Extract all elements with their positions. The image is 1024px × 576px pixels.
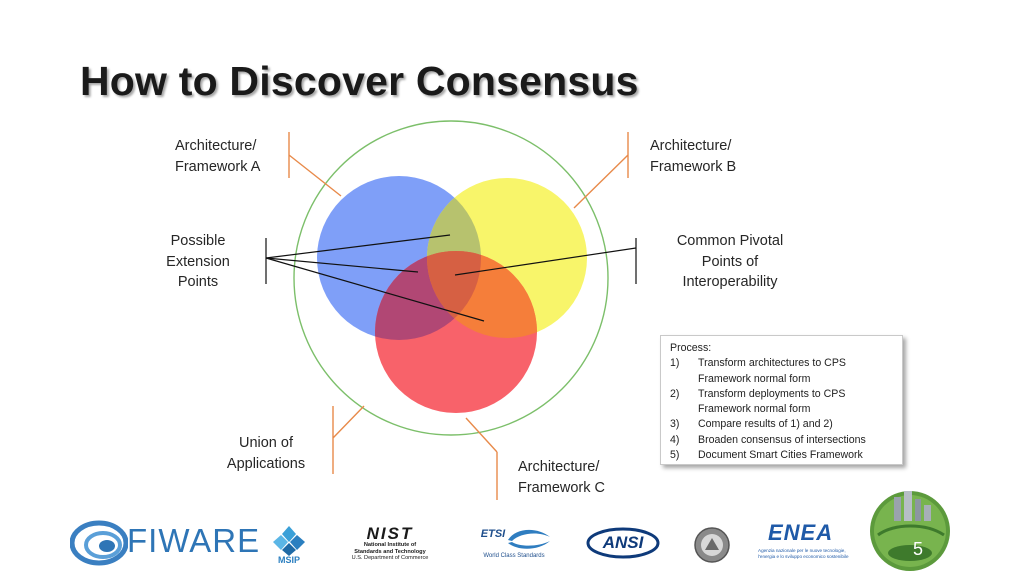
process-heading: Process: [670, 342, 712, 354]
label-a-line2: Framework A [175, 158, 261, 175]
step-text-cont: Framework normal form [698, 372, 811, 385]
step-text: Compare results of 1) and 2) [698, 418, 833, 431]
step-text: Transform deployments to CPS [698, 387, 846, 400]
ansi-logo-icon [586, 527, 660, 559]
step-number: 1) [670, 357, 680, 370]
nist-logo-subtitle: National Institute of Standards and Tech… [338, 542, 442, 562]
label-pivotal-points: Common Pivotal Points of Interoperabilit… [664, 231, 796, 293]
etsi-logo-tagline: World Class Standards [483, 553, 545, 559]
enea-logo-subtitle: Agenzia nazionale per le nuove tecnologi… [758, 548, 862, 560]
nist-line1: National Institute of [363, 542, 417, 548]
nist-line2: Standards and Technology [354, 548, 426, 555]
step-number: 3) [670, 418, 680, 431]
callout-c [465, 417, 498, 500]
pivotal-line1: Common Pivotal [676, 233, 784, 249]
etsi-logo-icon [508, 529, 550, 549]
etsi-logo-text: ETSI [480, 528, 506, 540]
smart-city-globe-icon [870, 491, 950, 571]
label-union: Union of Applications [214, 433, 318, 474]
step-number: 2) [670, 387, 680, 400]
label-b-line1: Architecture/ [650, 138, 732, 154]
pivotal-line2: Points of [701, 253, 759, 270]
nist-logo-text: NIST [366, 524, 414, 543]
ansi-logo-text: ANSI [602, 533, 644, 552]
pivotal-line3: Interoperability [682, 274, 778, 290]
enea-line1: Agenzia nazionale per le nuove tecnologi… [758, 548, 846, 553]
union-ring [293, 120, 609, 436]
step-text-cont: Framework normal form [698, 403, 811, 416]
process-step: 5) Document Smart Cities Framework [670, 448, 896, 463]
label-framework-b: Architecture/ Framework B [650, 136, 736, 177]
union-line1: Union of [238, 435, 293, 451]
process-step: 3) Compare results of 1) and 2) [670, 417, 896, 432]
pointer-extension-2 [265, 257, 419, 273]
slide-title: How to Discover Consensus [80, 58, 639, 104]
process-step: 4) Broaden consensus of intersections [670, 433, 896, 448]
enea-logo-text: ENEA [768, 520, 834, 545]
label-a-line1: Architecture/ [175, 138, 257, 154]
nist-line3: U.S. Department of Commerce [351, 555, 429, 561]
extension-line1: Possible [170, 233, 226, 249]
process-step: 1) Transform architectures to CPS Framewo… [670, 356, 896, 387]
pointer-pivotal [454, 247, 637, 276]
process-step: 2) Transform deployments to CPS Framework… [670, 387, 896, 418]
seal-logo-icon [694, 527, 730, 563]
label-extension-points: Possible Extension Points [150, 231, 246, 293]
extension-line3: Points [177, 274, 219, 290]
msip-logo-text: MSIP [277, 555, 300, 565]
label-b-line2: Framework B [650, 158, 737, 175]
process-box: Process: 1) Transform architectures to C… [660, 335, 903, 465]
fiware-logo-text: FIWARE [127, 522, 261, 559]
step-text: Document Smart Cities Framework [698, 449, 863, 462]
pointer-extension-1 [265, 234, 451, 259]
fiware-logo-icon [70, 520, 128, 566]
label-framework-a: Architecture/ Framework A [175, 136, 260, 177]
union-line2: Applications [226, 455, 306, 472]
label-framework-c: Architecture/ Framework C [518, 457, 605, 498]
label-c-line1: Architecture/ [518, 459, 600, 475]
step-text: Broaden consensus of intersections [698, 433, 866, 446]
slide-number: 5 [913, 539, 924, 559]
callout-union [332, 405, 365, 474]
step-text: Transform architectures to CPS [698, 357, 846, 370]
enea-line2: l'energia e lo sviluppo economico sosten… [758, 554, 849, 559]
extension-line2: Extension [166, 253, 230, 270]
callout-a [288, 132, 342, 197]
step-number: 4) [670, 433, 680, 446]
step-number: 5) [670, 449, 680, 462]
callout-b [573, 132, 629, 209]
msip-logo-icon [273, 526, 305, 556]
pointer-extension-3 [265, 257, 485, 322]
label-c-line2: Framework C [518, 479, 606, 496]
